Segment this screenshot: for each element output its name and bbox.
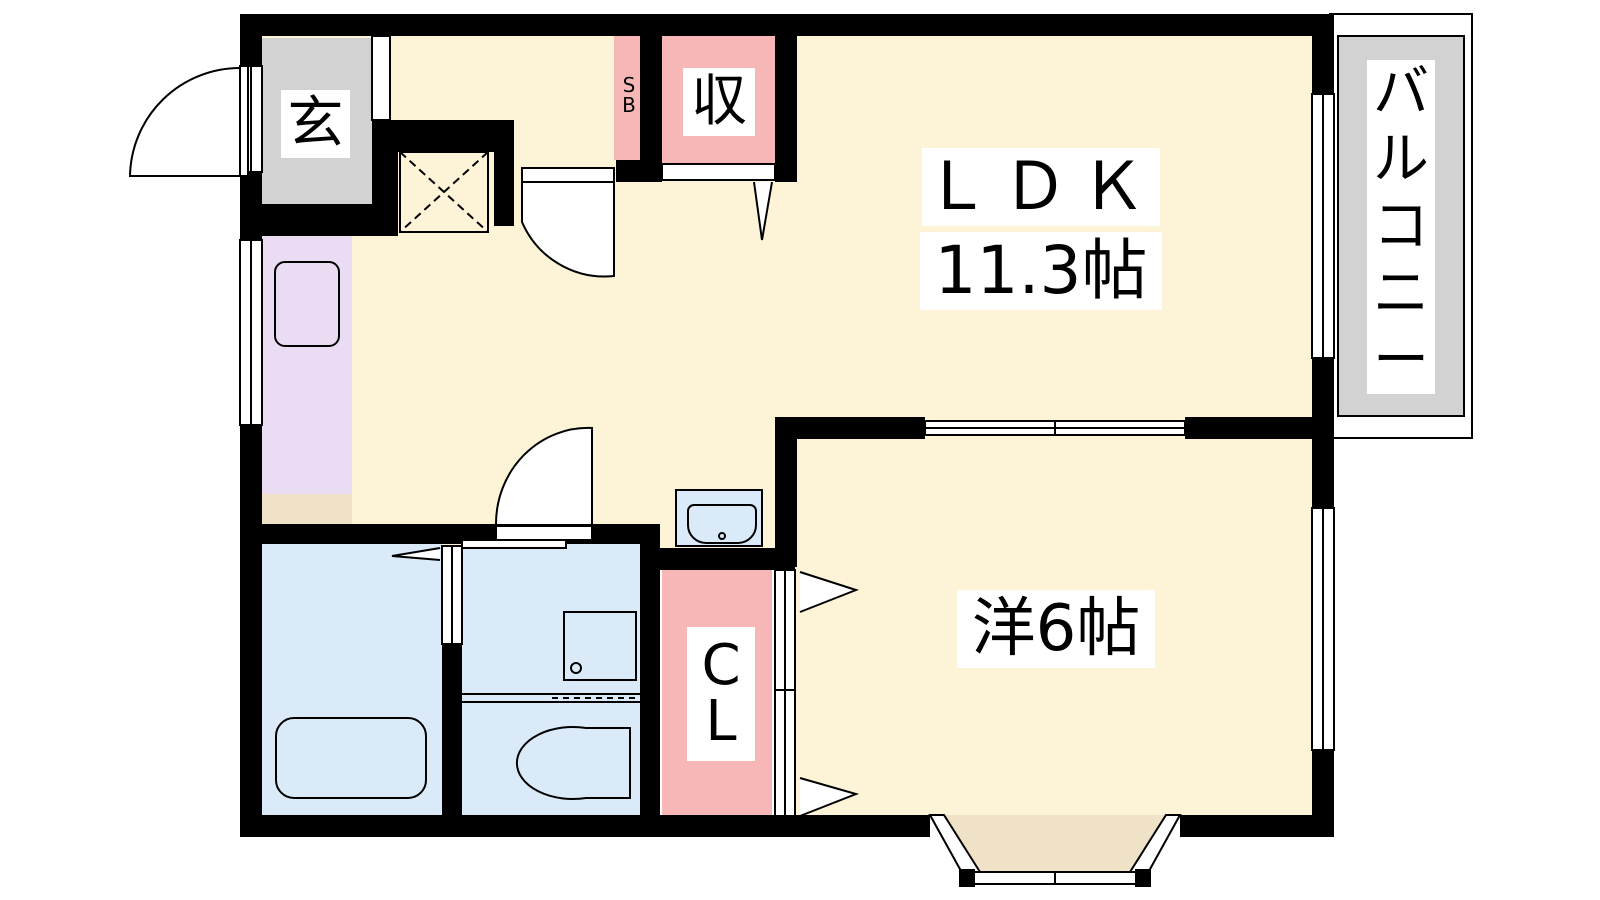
closet-letter: L bbox=[705, 689, 737, 754]
bathroom-entry-door bbox=[494, 426, 593, 525]
fixtures bbox=[274, 151, 757, 800]
bath-door-flap bbox=[391, 547, 441, 561]
balcony-char: ー bbox=[1373, 327, 1429, 393]
ldk-size-label: 11.3帖 bbox=[920, 232, 1162, 310]
balcony-char: ニ bbox=[1373, 260, 1429, 326]
bay-window bbox=[928, 814, 1182, 887]
closet-label: C L bbox=[687, 627, 755, 761]
toilet-tank-icon bbox=[563, 611, 637, 681]
ldk-label: ＬＤＫ bbox=[922, 148, 1160, 226]
bathroom-floor bbox=[262, 543, 442, 818]
shoe-box-letter: B bbox=[622, 93, 636, 117]
kitchen-end bbox=[262, 494, 352, 524]
entrance-label: 玄 bbox=[281, 90, 350, 158]
walls bbox=[240, 14, 1334, 837]
doors bbox=[128, 65, 860, 817]
window-lines bbox=[250, 66, 1324, 750]
closet-door-top bbox=[799, 571, 859, 613]
entrance-door bbox=[128, 67, 241, 177]
shoe-box-letter: S bbox=[622, 73, 636, 97]
toilet-bowl-icon bbox=[515, 726, 631, 800]
bay-window-floor bbox=[928, 815, 1180, 880]
balcony-char: ル bbox=[1373, 127, 1429, 193]
western-room-label: 洋6帖 bbox=[957, 590, 1155, 668]
kitchen-counter bbox=[262, 236, 352, 494]
balcony-char: バ bbox=[1373, 60, 1429, 126]
storage-label: 収 bbox=[683, 68, 755, 136]
balcony-label: バ ル コ ニ ー bbox=[1367, 60, 1435, 394]
balcony-char: コ bbox=[1373, 193, 1429, 259]
storage-door-flap bbox=[753, 181, 773, 241]
shoe-box-label: S B bbox=[617, 71, 641, 119]
stove-icon bbox=[274, 261, 340, 347]
closet-letter: C bbox=[701, 633, 741, 698]
pipe-shaft-door bbox=[521, 181, 615, 278]
closet-door-bottom bbox=[799, 777, 860, 817]
wash-basin-icon bbox=[687, 504, 757, 544]
bathtub-icon bbox=[275, 717, 427, 799]
shoebox-floor bbox=[614, 36, 640, 160]
